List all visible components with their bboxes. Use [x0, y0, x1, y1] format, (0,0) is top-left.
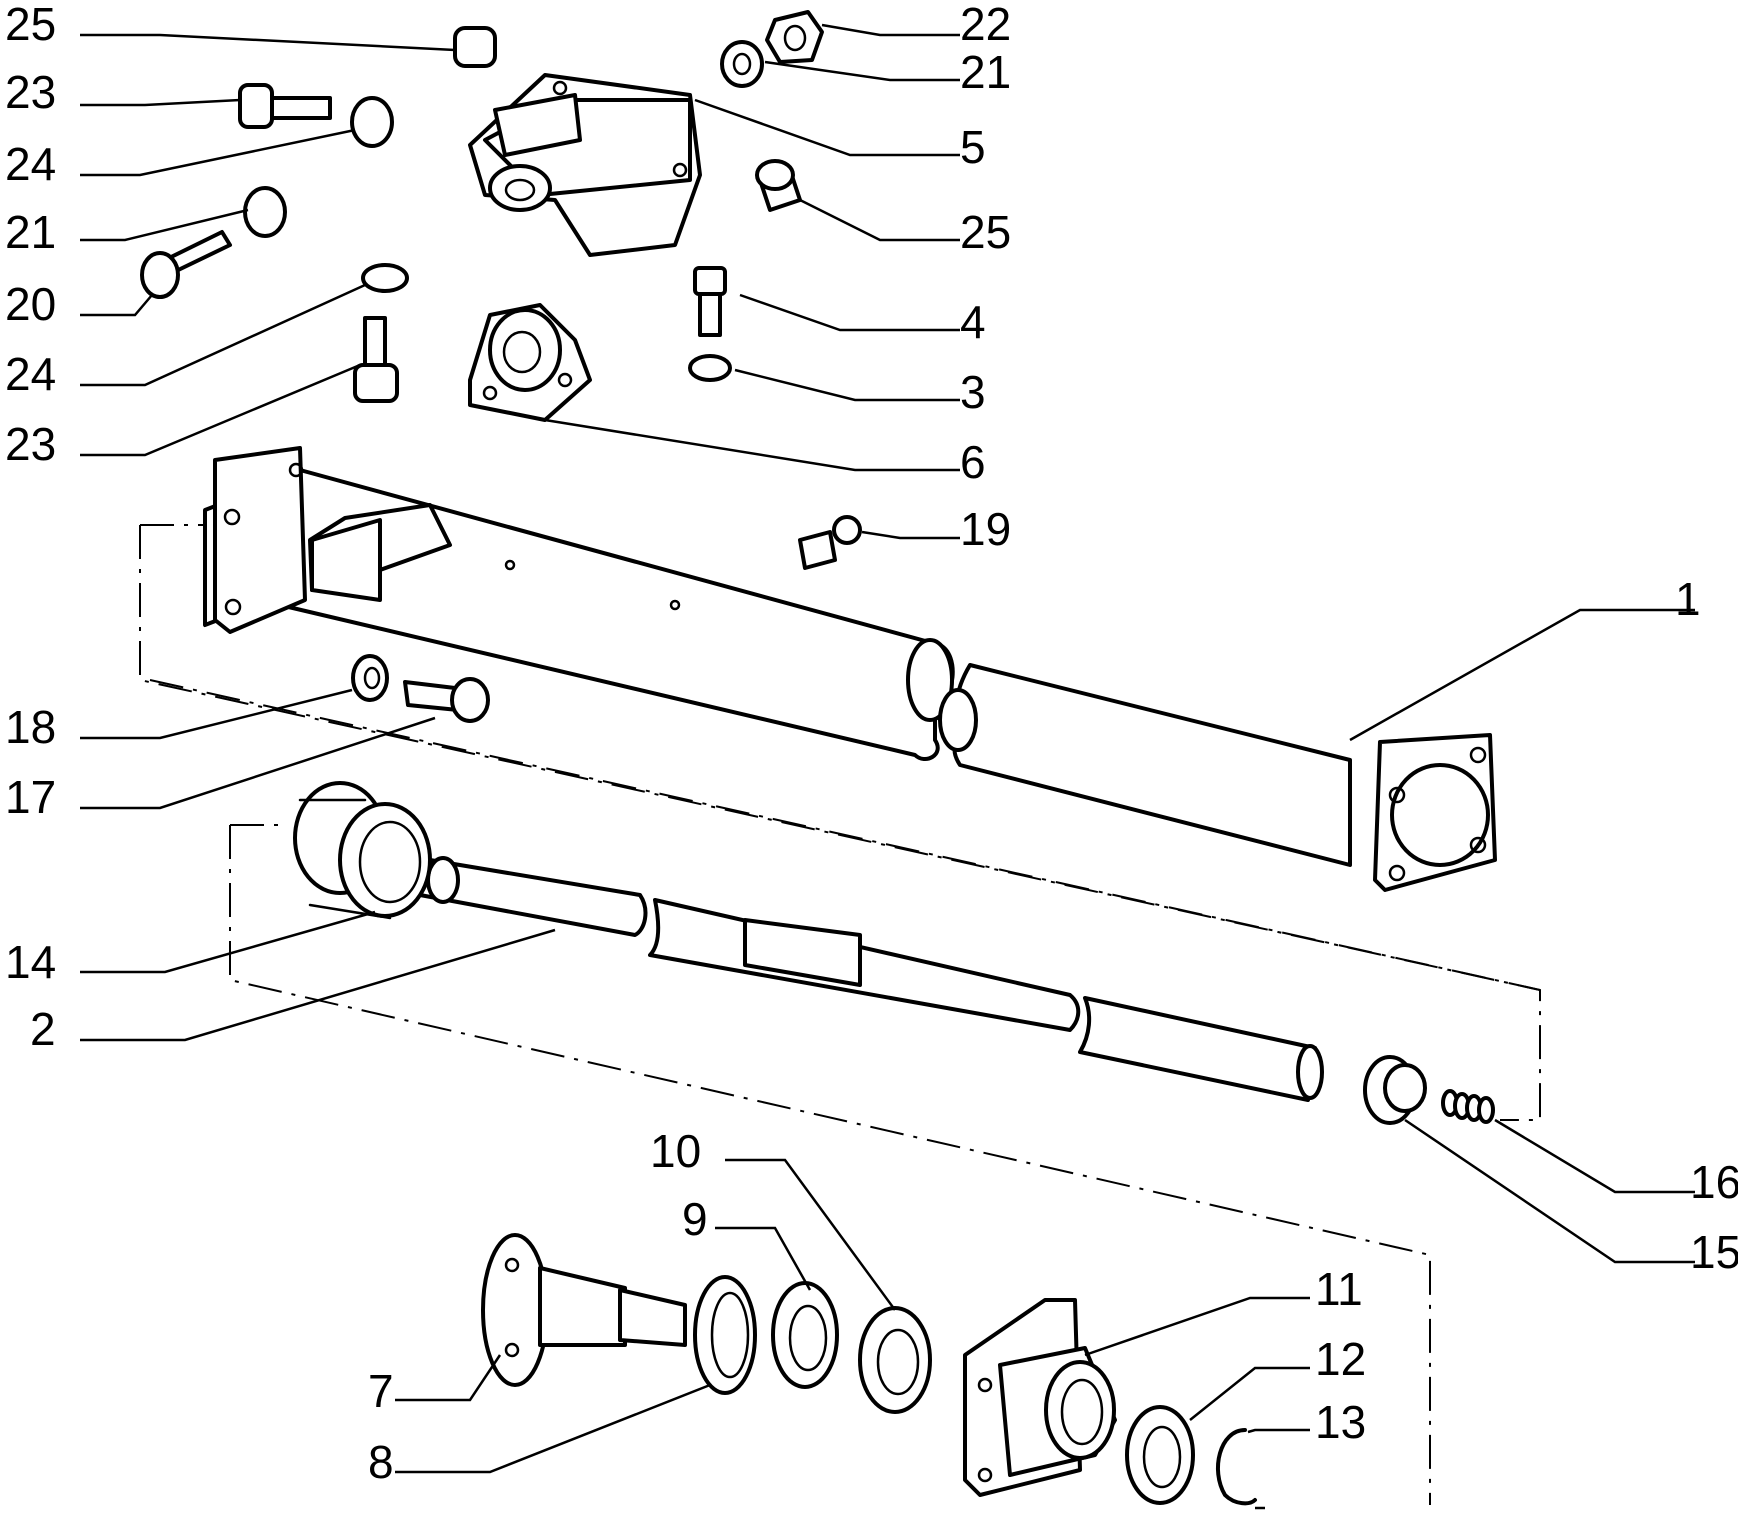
callout-12: 12 [1315, 1333, 1366, 1385]
callout-24-lower: 24 [5, 348, 56, 400]
leader-lines [80, 23, 1695, 1510]
part-seal-12 [1125, 1405, 1195, 1505]
part-bearing-10 [858, 1306, 932, 1414]
callout-1: 1 [1675, 573, 1701, 625]
part-washer-18 [351, 654, 389, 702]
callout-labels: 1 2 3 4 5 6 7 8 9 10 11 12 13 14 15 16 1… [5, 0, 1738, 1488]
part-washer-24-lower [361, 263, 409, 293]
callout-4: 4 [960, 296, 986, 348]
part-bracket [468, 73, 702, 257]
part-spring [1441, 1089, 1495, 1124]
assembly-outline-lower [229, 824, 1431, 1505]
part-snap-ring-13 [1215, 1428, 1257, 1506]
part-bolt-23-lower [353, 316, 399, 403]
part-bolt-23-upper [238, 83, 332, 129]
callout-15: 15 [1690, 1226, 1738, 1278]
part-tube [203, 446, 1497, 892]
callout-21-right: 21 [960, 46, 1011, 98]
part-end-cap [1363, 1055, 1427, 1125]
part-housing-11 [963, 1298, 1117, 1497]
callout-2: 2 [30, 1003, 56, 1055]
callout-20: 20 [5, 278, 56, 330]
part-washer-21-upper [720, 40, 764, 88]
part-ring-9 [771, 1281, 839, 1389]
part-bolt-4 [693, 266, 727, 337]
part-bushing [293, 781, 432, 920]
callout-25-right: 25 [960, 206, 1011, 258]
assembly-outline-upper [139, 524, 1541, 1121]
part-washer-21-lower [243, 186, 287, 238]
callout-21-left: 21 [5, 206, 56, 258]
callout-3: 3 [960, 366, 986, 418]
part-bolt-20 [140, 230, 232, 299]
part-washer-24-upper [350, 96, 394, 148]
callout-25-top: 25 [5, 0, 56, 50]
callout-7: 7 [368, 1365, 394, 1417]
callout-24-top: 24 [5, 138, 56, 190]
callout-14: 14 [5, 936, 56, 988]
callout-6: 6 [960, 436, 986, 488]
part-mount [468, 303, 592, 422]
part-nut-22 [765, 10, 824, 64]
callout-5: 5 [960, 121, 986, 173]
callout-13: 13 [1315, 1396, 1366, 1448]
part-grease-nipple [798, 515, 862, 570]
callout-16: 16 [1690, 1156, 1738, 1208]
callout-23-lower: 23 [5, 418, 56, 470]
part-bushing-25-top [453, 26, 497, 68]
callout-17: 17 [5, 771, 56, 823]
callout-10: 10 [650, 1125, 701, 1177]
part-washer-3 [688, 354, 732, 382]
callout-11: 11 [1315, 1263, 1363, 1315]
callout-18: 18 [5, 701, 56, 753]
callout-22: 22 [960, 0, 1011, 50]
part-circlip-8 [693, 1275, 757, 1395]
callout-19: 19 [960, 503, 1011, 555]
callout-8: 8 [368, 1436, 394, 1488]
callout-9: 9 [682, 1193, 708, 1245]
part-shaft [418, 856, 1324, 1102]
callout-23-top: 23 [5, 66, 56, 118]
part-bushing-25-right [755, 159, 802, 212]
part-flange-shaft-7 [481, 1233, 687, 1387]
part-socket-screw-17 [403, 677, 490, 723]
